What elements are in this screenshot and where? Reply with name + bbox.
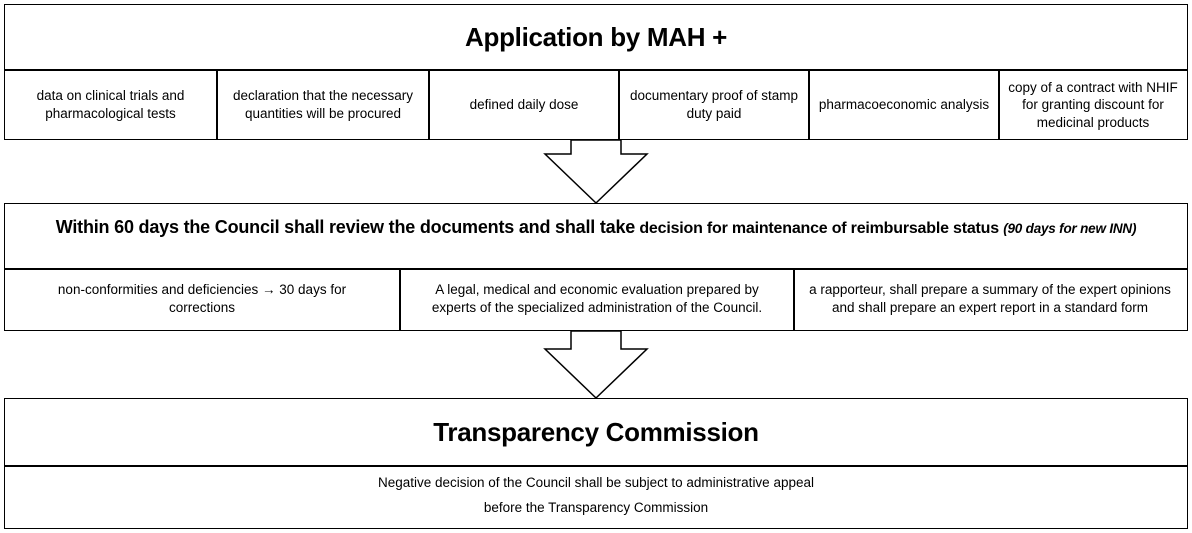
review-divider: [5, 268, 1187, 270]
commission-divider: [5, 465, 1187, 467]
appeal-text-line-1: Negative decision of the Council shall b…: [377, 475, 814, 490]
application-item-clinical-data: data on clinical trials and pharmacologi…: [36, 88, 185, 121]
review-item-nonconformities: non-conformities and deficiencies → 30 d…: [57, 282, 347, 315]
commission-title: Transparency Commission: [433, 416, 759, 447]
review-title-rest: decision for maintenance of reimbursable…: [635, 220, 1004, 237]
application-item-nhif-contract: copy of a contract with NHIF for grantin…: [1008, 79, 1178, 130]
down-arrow-1: [543, 139, 649, 205]
review-box: Within 60 days the Council shall review …: [4, 203, 1188, 331]
application-item-daily-dose: defined daily dose: [469, 97, 579, 113]
application-divider: [5, 69, 1187, 71]
application-title: Application by MAH +: [465, 21, 727, 52]
review-item-evaluation: A legal, medical and economic evaluation…: [431, 282, 763, 315]
application-item-stamp-duty: documentary proof of stamp duty paid: [629, 88, 799, 121]
application-item-pharmacoeconomic: pharmacoeconomic analysis: [818, 97, 990, 113]
commission-box: Transparency Commission Negative decisio…: [4, 398, 1188, 529]
review-title-main: Within 60 days the Council shall review …: [55, 217, 636, 237]
review-item-rapporteur: a rapporteur, shall prepare a summary of…: [809, 282, 1171, 315]
application-item-declaration: declaration that the necessary quantitie…: [232, 88, 414, 121]
application-box: Application by MAH + data on clinical tr…: [4, 4, 1188, 140]
down-arrow-2: [543, 330, 649, 400]
review-title-note: (90 days for new INN): [1003, 221, 1137, 236]
appeal-text-line-2: before the Transparency Commission: [483, 500, 709, 515]
review-title: Within 60 days the Council shall review …: [17, 216, 1175, 239]
